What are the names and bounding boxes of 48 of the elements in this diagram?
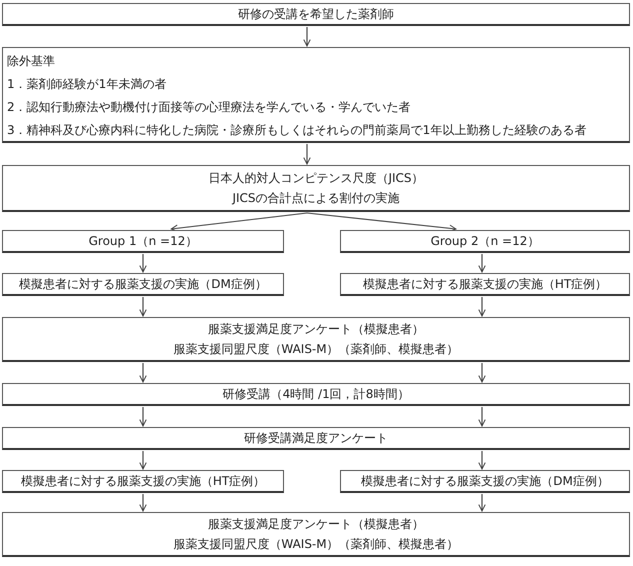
step-text: Group 2（n =12）	[430, 233, 540, 250]
process-box	[2, 273, 284, 296]
process-box	[2, 383, 630, 406]
arrow	[306, 212, 456, 232]
arrow	[139, 297, 147, 316]
process-box	[2, 470, 284, 493]
criteria-item: 3．精神科及び心療内科に特化した病院・診療所もしくはそれらの門前薬局で1年以上勤務した経験のある者	[7, 122, 586, 139]
arrow	[139, 363, 147, 382]
arrow	[139, 451, 147, 470]
step-text: 日本人的対人コンピテンス尺度（JICS）	[208, 170, 424, 187]
arrow	[478, 494, 486, 512]
arrow	[139, 254, 147, 272]
step-text: 研修の受講を希望した薬剤師	[238, 6, 394, 23]
step-text: Group 1（n =12）	[88, 233, 198, 250]
arrow	[478, 297, 486, 316]
step-text: 服薬支援満足度アンケート（模擬患者）	[208, 321, 424, 338]
process-box	[2, 47, 630, 143]
arrow	[303, 144, 311, 164]
step-text: JICSの合計点による割付の実施	[232, 190, 400, 207]
arrow	[478, 363, 486, 382]
process-box	[2, 230, 284, 253]
process-box	[340, 470, 630, 493]
step-text: 服薬支援満足度アンケート（模擬患者）	[208, 516, 424, 533]
step-text: 模擬患者に対する服薬支援の実施（DM症例）	[19, 276, 267, 293]
step-text: 模擬患者に対する服薬支援の実施（HT症例）	[20, 473, 266, 490]
process-box	[2, 512, 630, 557]
arrow	[170, 212, 308, 232]
step-text: 研修受講（4時間 /1回，計8時間）	[222, 386, 410, 403]
step-text: 模擬患者に対する服薬支援の実施（DM症例）	[361, 473, 609, 490]
process-box	[2, 317, 630, 362]
criteria-heading: 除外基準	[7, 53, 55, 70]
step-text: 模擬患者に対する服薬支援の実施（HT症例）	[362, 276, 608, 293]
arrow	[139, 494, 147, 512]
step-text: 服薬支援同盟尺度（WAIS-M）（薬剤師、模擬患者）	[173, 536, 459, 553]
step-text: 服薬支援同盟尺度（WAIS-M）（薬剤師、模擬患者）	[173, 341, 459, 358]
process-box	[2, 3, 630, 26]
criteria-item: 2．認知行動療法や動機付け面接等の心理療法を学んでいる・学んでいた者	[7, 99, 411, 116]
process-box	[2, 165, 630, 212]
process-box	[340, 273, 630, 296]
arrow	[478, 451, 486, 470]
step-text: 研修受講満足度アンケート	[244, 430, 388, 447]
criteria-item: 1．薬剤師経験が1年未満の者	[7, 76, 166, 93]
arrow	[478, 254, 486, 272]
arrow	[478, 407, 486, 426]
arrow	[139, 407, 147, 426]
arrow	[303, 27, 311, 46]
process-box	[2, 427, 630, 450]
process-box	[340, 230, 630, 253]
